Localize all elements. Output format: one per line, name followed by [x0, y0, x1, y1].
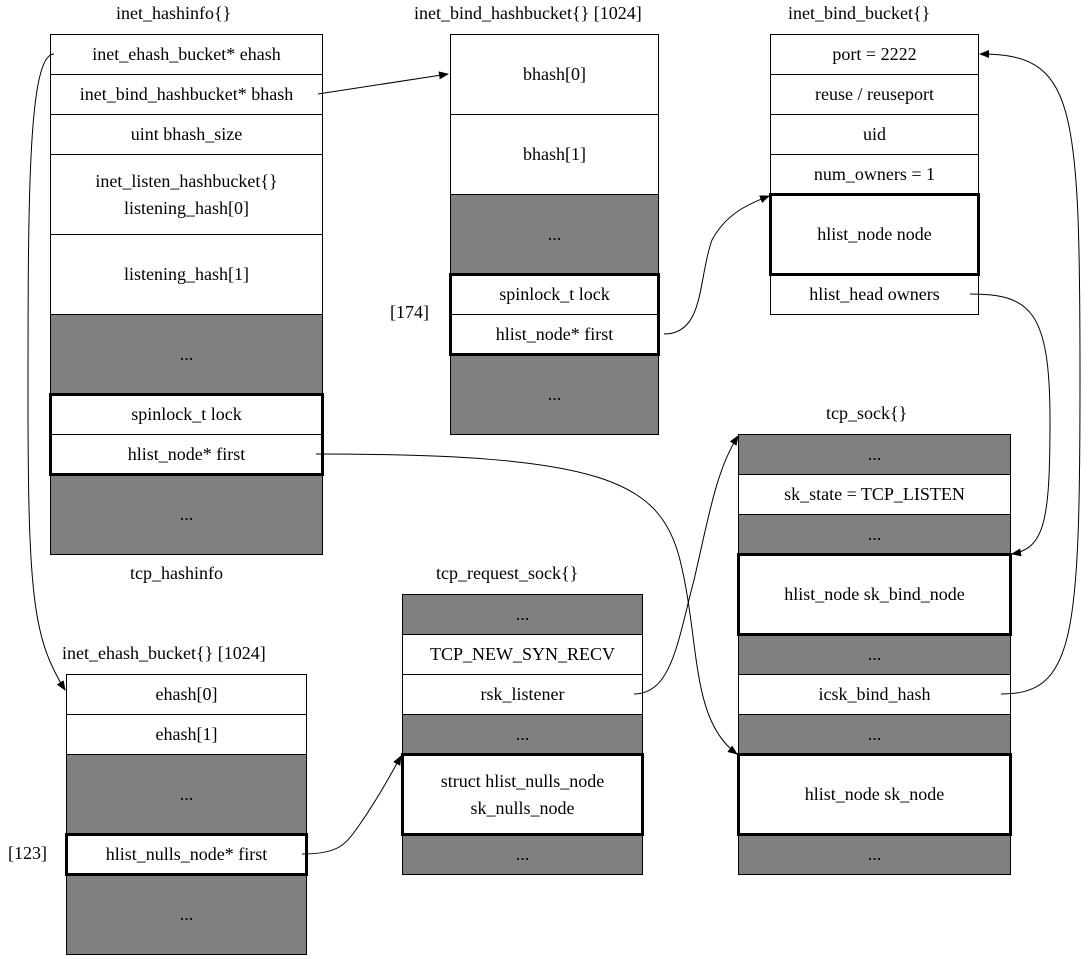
- request-sock-ellipsis-1: ...: [402, 594, 643, 635]
- bind-bucket-node-field: hlist_node node: [770, 194, 979, 275]
- listening-hash-0-label: listening_hash[0]: [124, 197, 249, 218]
- arrow-listen-first-to-sk-node: [315, 453, 738, 755]
- inet-hashinfo-title: inet_hashinfo{}: [116, 3, 232, 23]
- hashinfo-first-field: hlist_node* first: [50, 434, 323, 475]
- bhash-ellipsis-2: ...: [450, 354, 659, 435]
- hashinfo-listening-hash-1: listening_hash[1]: [50, 234, 323, 315]
- request-sock-ellipsis-2: ...: [402, 714, 643, 755]
- arrow-owners-to-sk-bind-node: [969, 293, 1051, 557]
- hashinfo-listening-hash-0: inet_listen_hashbucket{} listening_hash[…: [50, 154, 323, 235]
- ehash-bucket-title: inet_ehash_bucket{} [1024]: [62, 643, 266, 663]
- ehash-first-field: hlist_nulls_node* first: [66, 834, 307, 875]
- bhash-0-cell: bhash[0]: [450, 34, 659, 115]
- request-sock-title: tcp_request_sock{}: [436, 563, 579, 583]
- listening-hash-0-type: inet_listen_hashbucket{}: [95, 170, 278, 191]
- bind-hashbucket-title: inet_bind_hashbucket{} [1024]: [414, 3, 642, 23]
- tcp-sock-bind-node-field: hlist_node sk_bind_node: [738, 554, 1011, 635]
- ehash-ellipsis-1: ...: [66, 754, 307, 835]
- hashinfo-ellipsis-1: ...: [50, 314, 323, 395]
- bind-bucket-num-owners-field: num_owners = 1: [770, 154, 979, 195]
- nulls-node-label: sk_nulls_node: [470, 797, 575, 818]
- request-sock-ellipsis-3: ...: [402, 834, 643, 875]
- tcp-sock-ellipsis-5: ...: [738, 834, 1011, 875]
- tcp-sock-ellipsis-1: ...: [738, 434, 1011, 475]
- bind-bucket-port-field: port = 2222: [770, 34, 979, 75]
- arrow-bhash-first-to-bind-bucket-node: [663, 195, 770, 335]
- arrow-icsk-bind-hash-to-bind-bucket: [979, 50, 1081, 695]
- arrow-ehash-to-ehash-bucket: [27, 53, 66, 691]
- hashinfo-lock-field: spinlock_t lock: [50, 394, 323, 435]
- request-sock-nulls-node-field: struct hlist_nulls_node sk_nulls_node: [402, 754, 643, 835]
- bhash-1-cell: bhash[1]: [450, 114, 659, 195]
- ehash-0-cell: ehash[0]: [66, 674, 307, 715]
- tcp-sock-state-field: sk_state = TCP_LISTEN: [738, 474, 1011, 515]
- tcp-hashinfo-caption: tcp_hashinfo: [130, 563, 223, 583]
- hashinfo-bhash-field: inet_bind_hashbucket* bhash: [50, 74, 323, 115]
- tcp-sock-ellipsis-4: ...: [738, 714, 1011, 755]
- bhash-ellipsis-1: ...: [450, 194, 659, 275]
- bind-bucket-owners-field: hlist_head owners: [770, 274, 979, 315]
- nulls-node-type: struct hlist_nulls_node: [440, 770, 605, 791]
- request-sock-state-field: TCP_NEW_SYN_RECV: [402, 634, 643, 675]
- bind-bucket-uid-field: uid: [770, 114, 979, 155]
- ehash-1-cell: ehash[1]: [66, 714, 307, 755]
- arrow-rsk-listener-to-tcp-sock: [633, 435, 739, 695]
- ehash-index-label: [123]: [8, 843, 47, 863]
- arrow-ehash-first-to-nulls-node: [301, 755, 402, 855]
- bhash-first-field: hlist_node* first: [450, 314, 659, 355]
- arrow-bhash-to-bind-hashbucket: [317, 71, 449, 95]
- hashinfo-ellipsis-2: ...: [50, 474, 323, 555]
- bind-bucket-title: inet_bind_bucket{}: [788, 3, 931, 23]
- tcp-sock-title: tcp_sock{}: [826, 403, 908, 423]
- bhash-index-label: [174]: [390, 302, 429, 322]
